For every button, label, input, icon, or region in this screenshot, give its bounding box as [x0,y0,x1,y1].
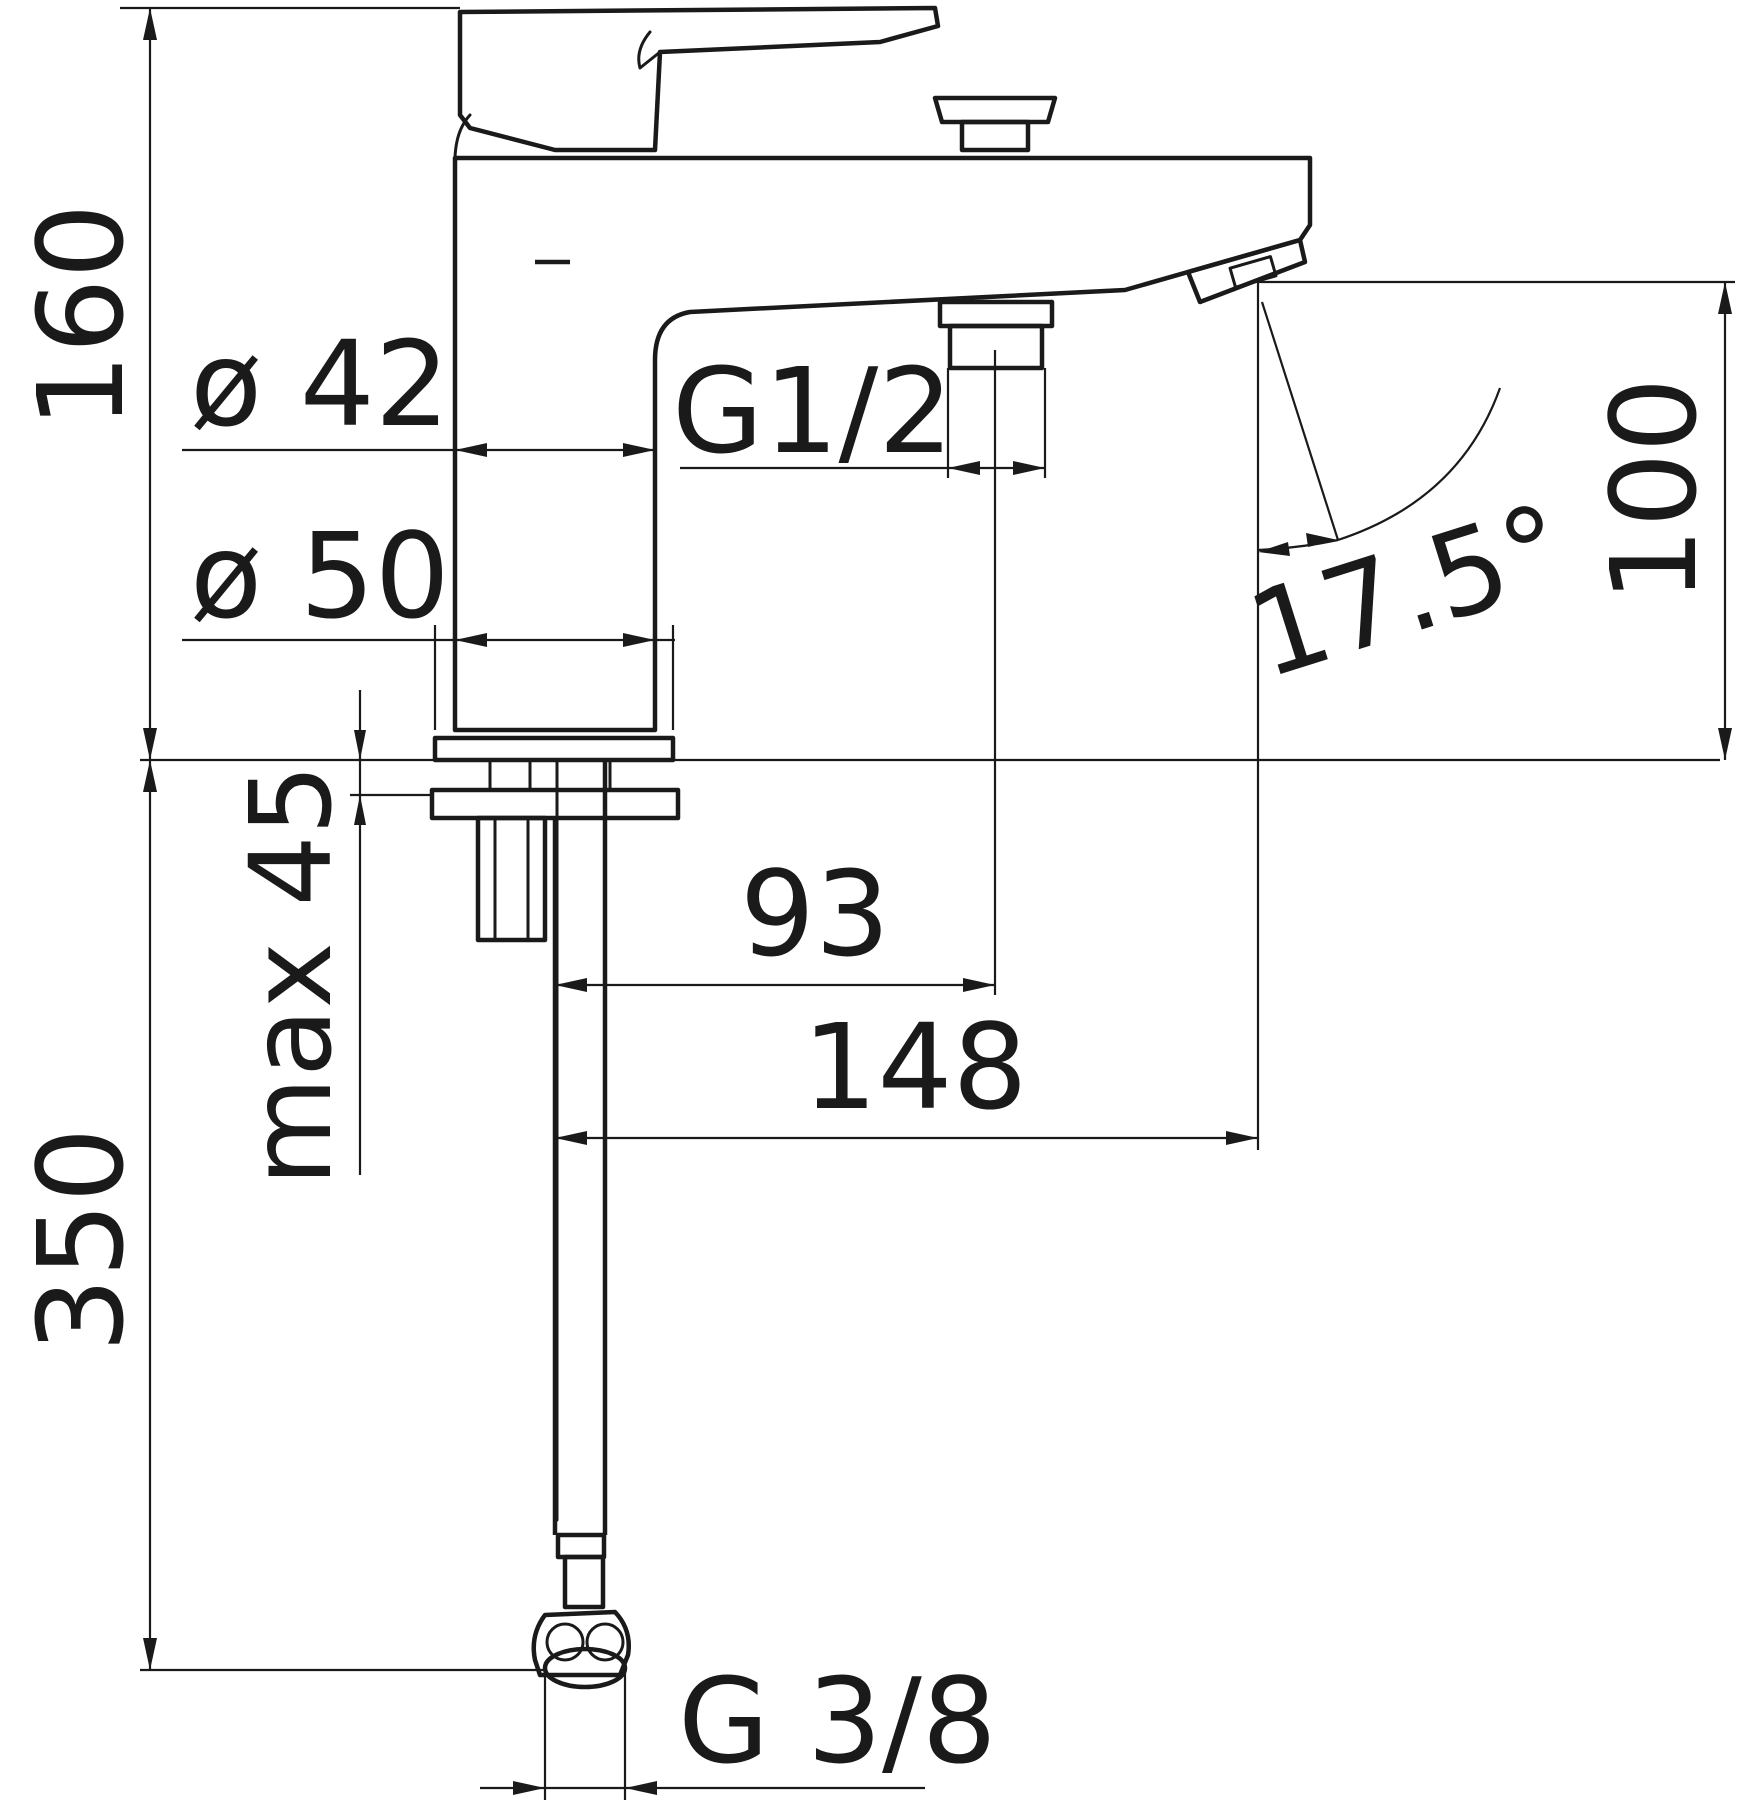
spout-aerator [1185,237,1308,305]
dimension-lines [120,6,1735,1800]
label-body-diameter-top: ø 42 [190,315,450,453]
diverter-knob [932,95,1058,125]
label-overall-height: 160 [12,203,150,428]
dimension-labels: 160 350 max 45 100 ø 42 ø 50 G1/2 17.5° … [12,203,1723,1790]
lever-pivot [453,113,472,160]
label-spout-reach: 148 [802,998,1027,1136]
aerator-insert [1228,255,1278,289]
lever-handle [457,5,941,153]
outlet-nut [937,299,1055,329]
hose-ferrule [562,1554,606,1610]
base-washer [432,735,676,763]
label-outlet-reach: 93 [740,845,890,983]
label-deck-thickness: max 45 [227,764,357,1186]
label-body-diameter-base: ø 50 [190,507,450,645]
mounting-assembly [429,758,681,1690]
label-spout-height: 100 [1585,377,1723,602]
diverter-stem [959,119,1031,153]
mounting-plate [429,787,681,821]
label-outlet-thread: G1/2 [672,342,953,480]
mounting-nut [475,815,548,943]
label-spout-angle: 17.5° [1234,477,1582,705]
label-hose-length: 350 [12,1127,150,1352]
hose-connector [542,1646,628,1690]
lever-handle-detail [637,30,662,70]
label-hose-thread: G 3/8 [678,1652,997,1790]
hose-crimp [555,1532,607,1560]
